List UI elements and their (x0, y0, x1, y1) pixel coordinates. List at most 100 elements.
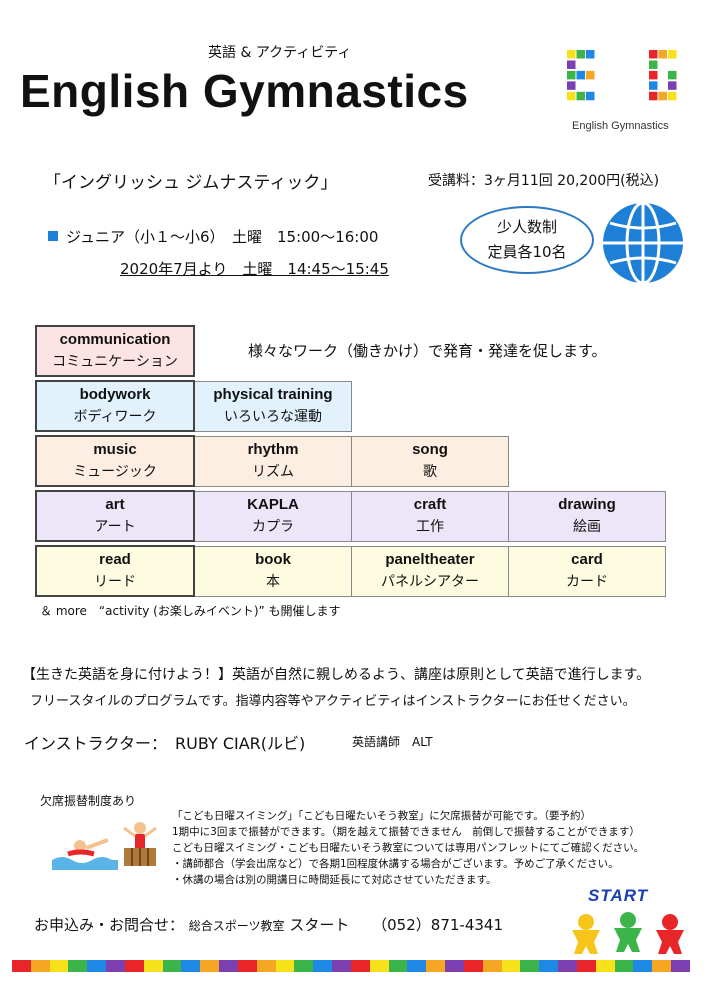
stripe-segment (670, 960, 690, 972)
stripe-segment (388, 960, 408, 972)
stripe-segment (558, 960, 577, 972)
logo-block (576, 50, 585, 59)
activity-jp: ミュージック (73, 464, 157, 480)
bullet-square-icon (48, 231, 58, 241)
logo-block (576, 91, 585, 101)
note-line: ・講師都合（学会出席など）で各期1回程度休講する場合がございます。予めご了承くだ… (172, 858, 619, 870)
logo-block (658, 91, 667, 101)
note-line: こども日曜スイミング・こども日曜たいそう教室については専用パンフレットにてご確認… (172, 842, 645, 854)
schedule-change: 2020年7月より 土曜 14:45～15:45 (120, 260, 389, 278)
contact-phone[interactable]: （052）871-4341 (372, 916, 503, 934)
activity-en: drawing (558, 496, 616, 513)
logo-block (668, 70, 677, 80)
stripe-segment (200, 960, 220, 972)
activity-en: art (105, 496, 125, 513)
activity-en: book (255, 551, 291, 568)
activity-en: song (412, 441, 448, 458)
stripe-segment (87, 960, 107, 972)
logo-block (586, 70, 595, 80)
activity-jp: 工作 (416, 519, 444, 535)
logo-block (658, 50, 667, 59)
activity-en: card (571, 551, 603, 568)
activity-cell: music ミュージック (35, 435, 195, 487)
stripe-segment (124, 960, 144, 972)
logo-block (649, 91, 658, 101)
stripe-segment (520, 960, 540, 972)
stripe-segment (275, 960, 295, 972)
logo-block (649, 70, 658, 80)
activity-en: physical training (213, 386, 333, 403)
activity-cell: song 歌 (351, 435, 509, 487)
stripe-segment (576, 960, 596, 972)
stripe-segment (614, 960, 634, 972)
eg-logo (567, 50, 677, 101)
start-logo-text: START (588, 886, 649, 905)
activity-description: 様々なワーク（働きかけ）で発育・発達を促します。 (248, 342, 607, 360)
activity-jp: パネルシアター (381, 574, 479, 590)
stripe-segment (350, 960, 370, 972)
stripe-segment (652, 960, 671, 972)
activity-en: communication (59, 331, 171, 348)
stripe-segment (463, 960, 483, 972)
stripe-segment (294, 960, 314, 972)
stripe-segment (595, 960, 615, 972)
swimmer-icon (52, 838, 118, 870)
logo-block (668, 50, 677, 59)
stripe-segment (539, 960, 559, 972)
instructor: インストラクター： RUBY CIAR(ルビ) (24, 734, 306, 753)
stripe-segment (633, 960, 653, 972)
instructor-role: 英語講師 ALT (352, 735, 433, 749)
stripe-segment (501, 960, 521, 972)
activity-jp: 歌 (423, 464, 437, 480)
logo-block (586, 91, 595, 101)
note-line: 「こども日曜スイミング」「こども日曜たいそう教室」に欠席振替が可能です。（要予約… (172, 810, 591, 822)
capacity-line1: 少人数制 (496, 218, 557, 236)
learning-line-1: 【生きた英語を身に付けよう！】英語が自然に親しめるよう、講座は原則として英語で進… (22, 667, 651, 683)
activity-en: read (99, 551, 131, 568)
stripe-segment (162, 960, 182, 972)
course-name: 「イングリッシュ ジムナスティック」 (44, 173, 338, 193)
stripe-segment (407, 960, 427, 972)
stripe-segment (313, 960, 333, 972)
activity-en: rhythm (247, 441, 299, 458)
activity-jp: ボディワーク (73, 409, 157, 425)
logo-caption: English Gymnastics (572, 120, 669, 132)
capacity-line2: 定員各10名 (487, 243, 567, 261)
stripe-segment (482, 960, 502, 972)
course-fee: 受講料：3ヶ月11回 20,200円(税込) (428, 173, 660, 189)
logo-block (567, 60, 576, 69)
stripe-segment (445, 960, 464, 972)
activity-en: music (93, 441, 137, 458)
school-name: スタート (289, 916, 350, 934)
logo-block (668, 91, 677, 101)
color-stripe (12, 960, 690, 972)
logo-block (649, 81, 658, 90)
gymnast-icon (123, 822, 157, 866)
stripe-segment (219, 960, 238, 972)
stripe-segment (181, 960, 201, 972)
logo-block (576, 70, 585, 80)
page-title: English Gymnastics (20, 65, 469, 117)
absence-notes: 「こども日曜スイミング」「こども日曜たいそう教室」に欠席振替が可能です。（要予約… (172, 808, 644, 888)
stripe-segment (256, 960, 276, 972)
contact-info: お申込み・お問合せ： 総合スポーツ教室 スタート （052）871-4341 (34, 914, 503, 935)
activity-cell: book 本 (193, 545, 352, 597)
logo-block (567, 70, 576, 80)
stripe-segment (237, 960, 257, 972)
stripe-segment (143, 960, 163, 972)
activity-jp: 本 (266, 574, 280, 590)
